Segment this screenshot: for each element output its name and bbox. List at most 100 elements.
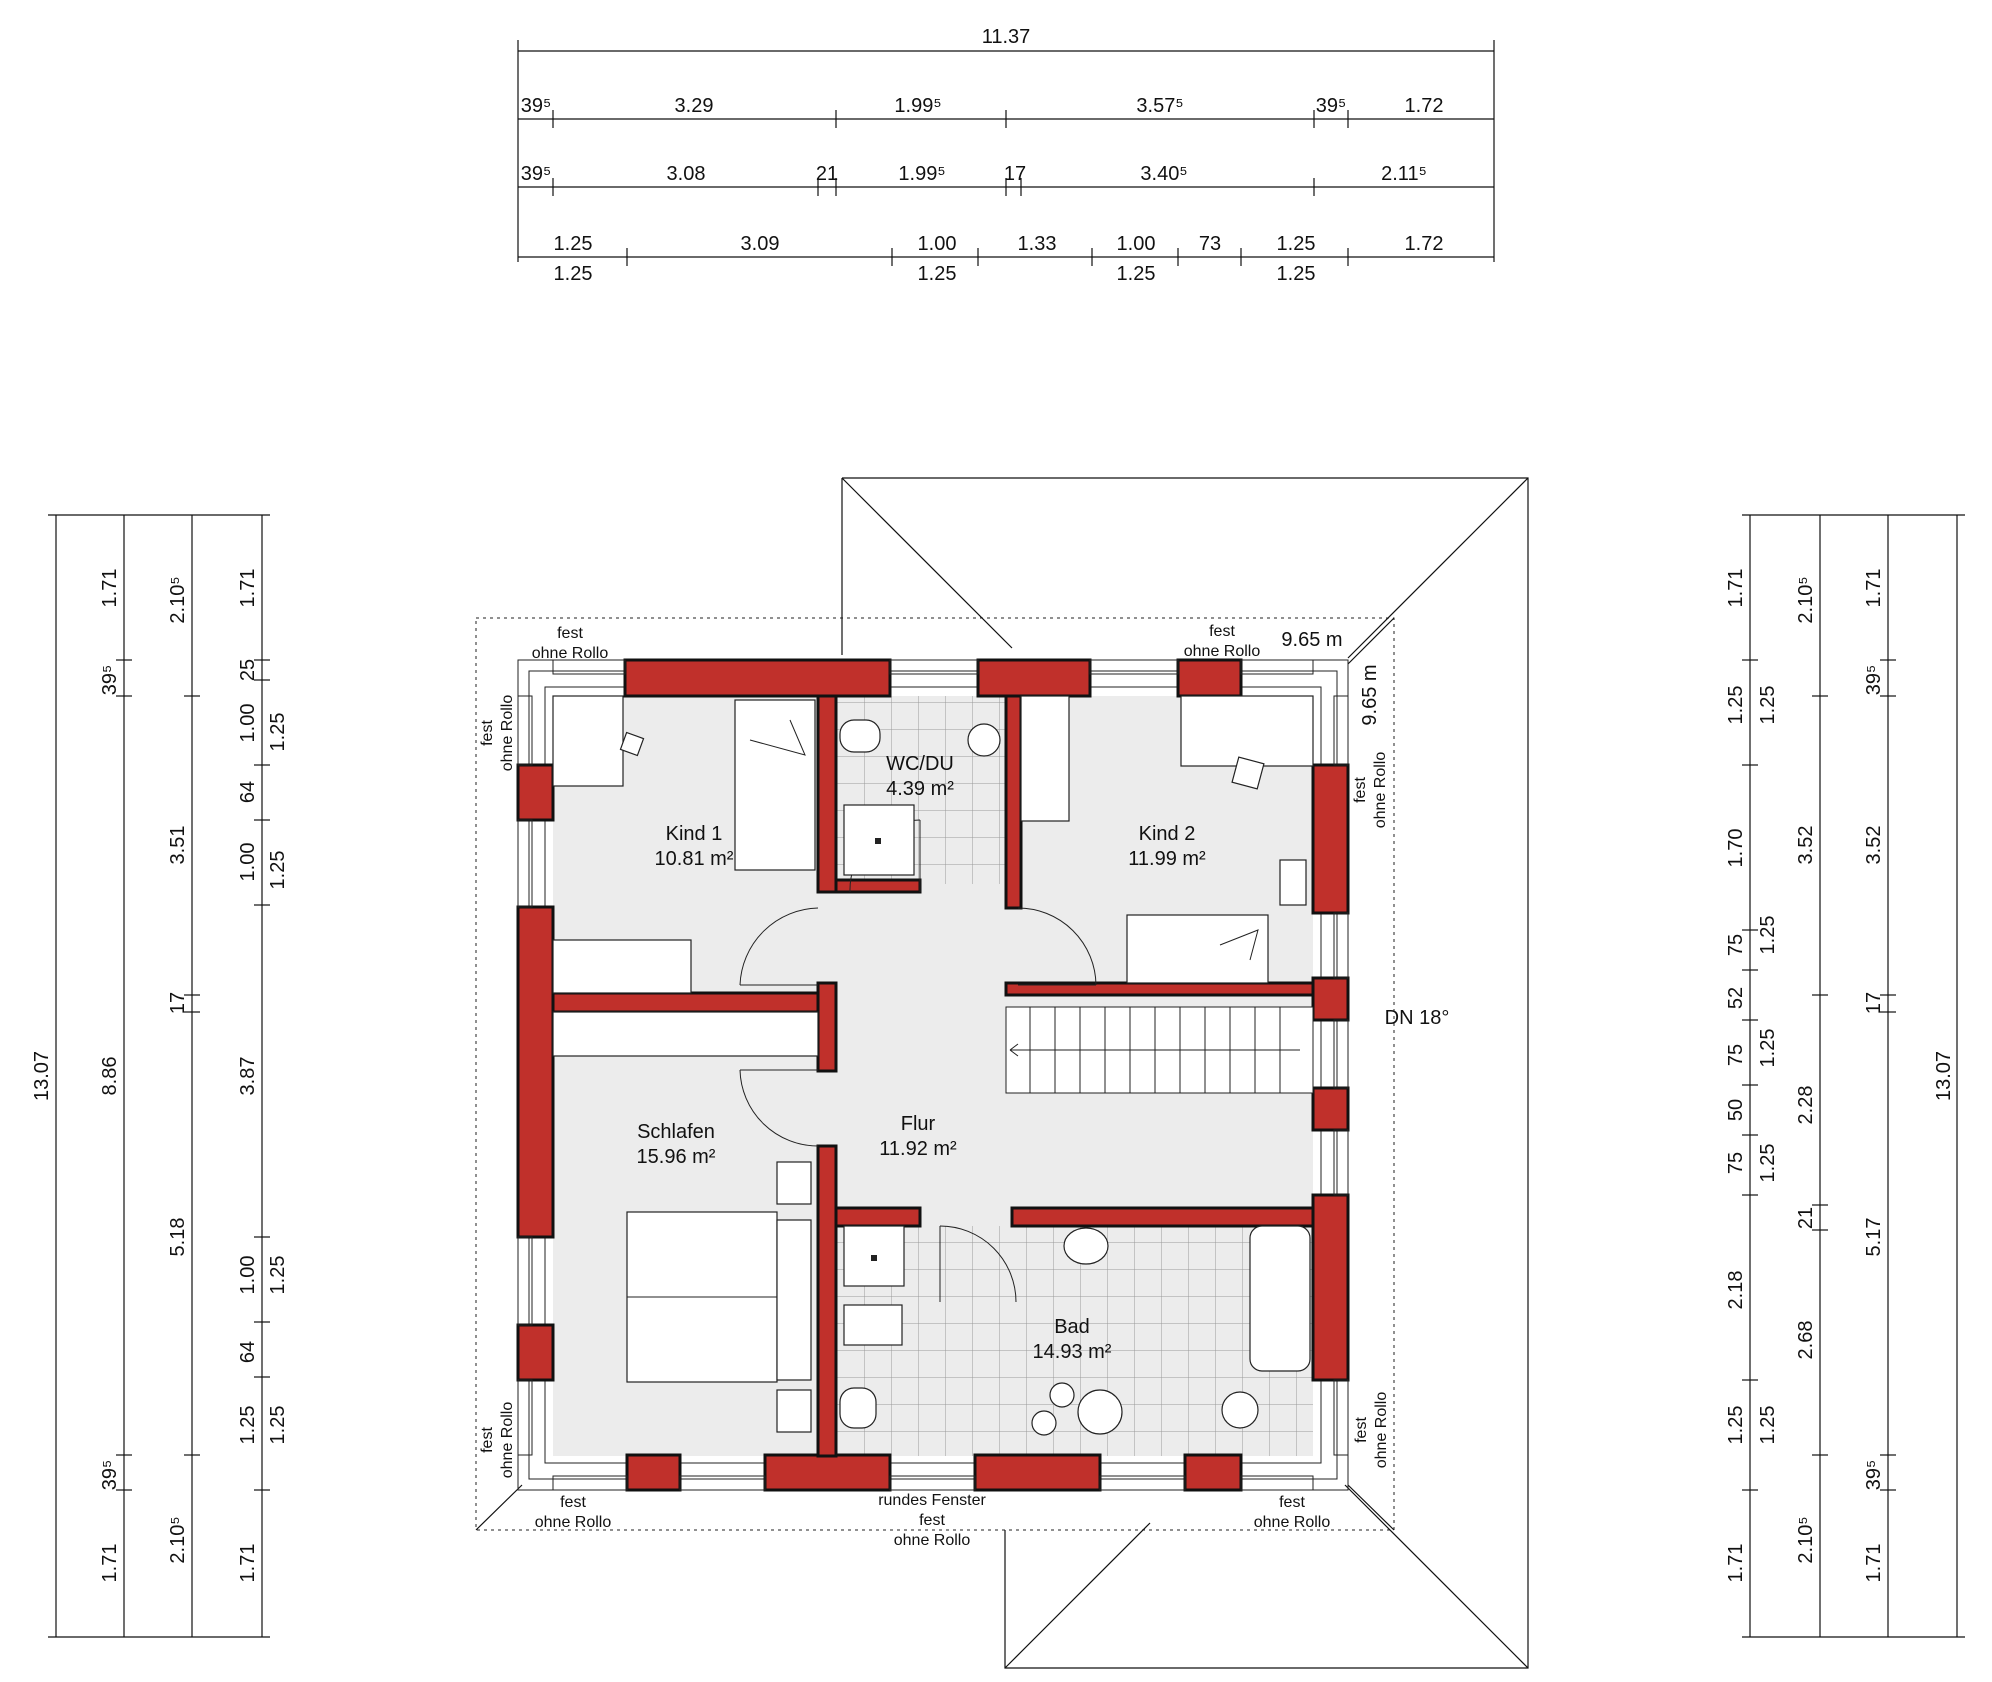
left-dimension-chains: 13.07 1.71 39⁵ 8.86 39⁵ 1.71 2.10⁵ 3.51 … [31,514,289,1638]
right-c2-b: 1.25 [1757,916,1779,955]
note-ohne-rollo-top-left: ohne Rollo [532,645,609,662]
wall-segment [1183,1453,1243,1492]
roof-outline [475,477,1529,1669]
right-c1-h: 75 [1725,1152,1747,1174]
right-c3-f: 2.10⁵ [1795,1516,1817,1563]
top-r3-a: 1.25 [554,233,593,255]
interior-wall [834,878,922,894]
right-c1-i: 2.18 [1725,1271,1747,1310]
top-r2-a: 39⁵ [521,163,552,185]
right-c4-a: 1.71 [1863,569,1885,608]
kind2-furniture [1020,695,1314,984]
top-r3-l-d: 1.25 [1277,263,1316,285]
note-fest-bottom-left: fest [560,1494,586,1511]
right-c2-e: 1.25 [1757,1406,1779,1445]
interior-wall [816,694,838,894]
top-r1-f: 1.72 [1405,95,1444,117]
kind1-furniture [552,695,816,994]
left-c3-c: 1.00 [237,704,259,743]
note-fest-right-bottom: fest [1353,1417,1370,1443]
right-c3-b: 3.52 [1795,826,1817,865]
wc-fixtures [839,719,1001,876]
right-c1-e: 52 [1725,987,1747,1009]
top-r3-f: 73 [1199,233,1221,255]
note-fest-top-right: fest [1209,623,1235,640]
note-fest-bottom-center: fest [919,1512,945,1529]
wall-segment [625,1453,682,1492]
top-r3-l-b: 1.25 [918,263,957,285]
note-fest-top-left: fest [557,625,583,642]
left-c1-a: 1.71 [99,569,121,608]
kind1-area: 10.81 m² [655,848,734,870]
left-c4-a: 1.25 [267,713,289,752]
bad-area: 14.93 m² [1033,1341,1112,1363]
interior-wall [1004,694,1023,910]
wall-segment [516,763,555,822]
left-c1-c: 8.86 [99,1057,121,1096]
room-labels: Kind 1 10.81 m² WC/DU 4.39 m² Kind 2 11.… [637,753,1207,1363]
right-c4-f: 39⁵ [1863,1460,1885,1491]
top-r3-h: 1.72 [1405,233,1444,255]
flur-name: Flur [901,1113,936,1135]
top-r1-e: 39⁵ [1316,95,1347,117]
schlafen-furniture [552,1011,819,1433]
top-r1-d: 3.57⁵ [1136,95,1183,117]
top-r3-d: 1.33 [1018,233,1057,255]
note-ohne-rollo-left-top: ohne Rollo [499,695,516,772]
left-c2-b: 3.51 [167,826,189,865]
top-r3-c: 1.00 [918,233,957,255]
right-c3-a: 2.10⁵ [1795,576,1817,623]
left-c3-a: 1.71 [237,569,259,608]
top-total: 11.37 [982,26,1031,48]
top-r2-f: 3.40⁵ [1140,163,1187,185]
left-c2-e: 2.10⁵ [167,1516,189,1563]
note-ohne-rollo-top-right: ohne Rollo [1184,643,1261,660]
top-r3-e: 1.00 [1117,233,1156,255]
top-r3-b: 3.09 [741,233,780,255]
top-r3-g: 1.25 [1277,233,1316,255]
right-c1-a: 1.71 [1725,569,1747,608]
top-r3-l-a: 1.25 [554,263,593,285]
left-c2-a: 2.10⁵ [167,576,189,623]
left-c3-j: 1.71 [237,1544,259,1583]
left-c2-c: 17 [167,992,189,1014]
right-dimension-chains: 1.71 1.25 1.70 75 52 75 50 75 2.18 1.25 … [1725,514,1965,1638]
interior-wall [551,991,820,1014]
left-c2-d: 5.18 [167,1218,189,1257]
right-c2-c: 1.25 [1757,1029,1779,1068]
schlafen-area: 15.96 m² [637,1146,716,1168]
left-total: 13.07 [31,1051,53,1101]
note-ohne-rollo-right-top: ohne Rollo [1372,752,1389,829]
left-c3-d: 64 [237,781,259,803]
left-c3-b: 25 [237,659,259,681]
interior-wall [1010,1206,1315,1228]
bad-name: Bad [1054,1316,1090,1338]
staircase [1005,1006,1314,1094]
right-c3-c: 2.28 [1795,1086,1817,1125]
top-r2-e: 17 [1004,163,1026,185]
wall-segment [1311,1193,1350,1382]
flur-area: 11.92 m² [879,1138,957,1160]
top-r1-b: 3.29 [675,95,714,117]
left-c4-b: 1.25 [267,851,289,890]
left-c4-d: 1.25 [267,1406,289,1445]
top-dimension-chains: 11.37 39⁵ 3.29 1.99⁵ 3.57⁵ 39⁵ 1.72 39⁵ … [517,26,1495,285]
wall-segment [516,1323,555,1382]
wall-segment [1311,976,1350,1022]
top-r2-g: 2.11⁵ [1381,163,1427,185]
wall-segment [623,658,892,698]
interior-wall [834,1206,922,1228]
note-fest-right-top: fest [1352,777,1369,803]
left-c1-b: 39⁵ [99,665,121,696]
bad-fixtures [839,1225,1311,1436]
right-c1-c: 1.70 [1725,829,1747,868]
windows [517,659,1349,1491]
right-c3-e: 2.68 [1795,1321,1817,1360]
left-c4-c: 1.25 [267,1256,289,1295]
left-c1-e: 1.71 [99,1544,121,1583]
right-c3-d: 21 [1795,1207,1817,1229]
note-ohne-rollo-bottom-right: ohne Rollo [1254,1514,1331,1531]
kind2-name: Kind 2 [1139,823,1196,845]
wcdu-name: WC/DU [886,753,954,775]
